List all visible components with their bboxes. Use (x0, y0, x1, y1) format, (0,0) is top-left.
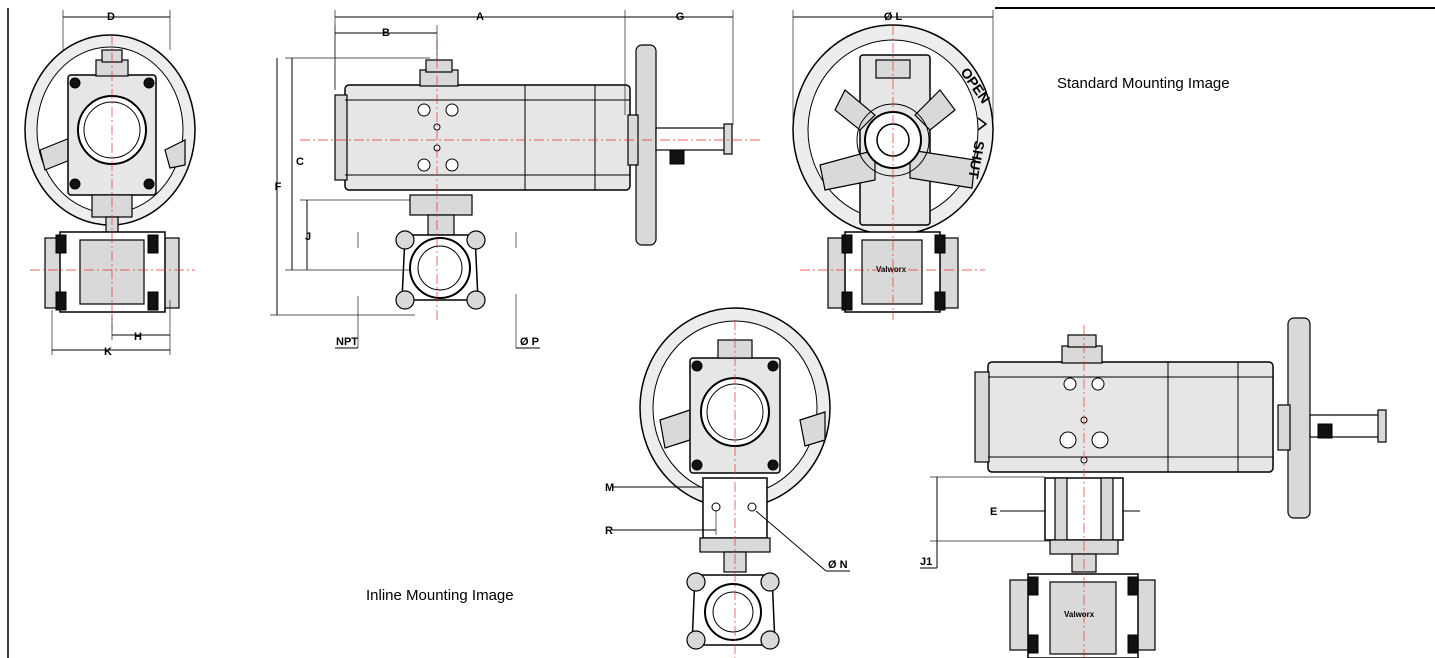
dimension-k: K (51, 310, 170, 358)
dimension-label-npt: NPT (336, 336, 358, 348)
dimension-e: E (990, 506, 1140, 518)
dimension-f: F (270, 58, 415, 316)
dimension-j1: J1 (920, 476, 1050, 569)
handwheel-view: OPEN SHUT Valworx (792, 24, 994, 320)
dimension-b: B (334, 25, 438, 90)
brand-label: Valworx (876, 265, 907, 274)
dimension-h: H (111, 300, 171, 355)
inline-mounting-caption: Inline Mounting Image (366, 587, 514, 604)
dimension-label-k: K (104, 346, 112, 358)
dimension-label-p: Ø P (520, 336, 539, 348)
dimension-label-a: A (476, 11, 484, 23)
front-view (24, 34, 196, 330)
dimension-label-c: C (296, 156, 304, 168)
dimension-label-l: Ø L (884, 11, 903, 23)
inline-side-view: Valworx (974, 317, 1387, 658)
dimension-label-e: E (990, 506, 997, 518)
dimension-l: Ø L (792, 10, 994, 120)
dimension-r: R (605, 510, 717, 537)
page-frame (7, 7, 1435, 658)
dimension-npt: NPT (335, 232, 359, 349)
dimension-m: M (605, 482, 703, 494)
dimension-p: Ø P (515, 232, 540, 349)
dimension-label-j1: J1 (920, 556, 932, 568)
dimension-label-r: R (605, 525, 613, 537)
dimension-label-m: M (605, 482, 614, 494)
dimension-n: Ø N (755, 510, 850, 572)
standard-mounting-caption: Standard Mounting Image (1057, 75, 1230, 92)
brand-label-inline: Valworx (1064, 610, 1095, 619)
dimension-label-g: G (676, 11, 685, 23)
dimension-d: D (62, 10, 171, 50)
dimension-label-f: F (275, 181, 282, 193)
dimension-label-h: H (134, 331, 142, 343)
dimension-label-j: J (305, 231, 311, 243)
side-view (300, 40, 760, 320)
dimension-label-n: Ø N (828, 559, 848, 571)
dimension-g: G (625, 10, 734, 125)
shut-label: SHUT (965, 139, 987, 180)
dimension-j: J (300, 199, 410, 270)
arrow-icon (977, 117, 988, 131)
dimension-label-d: D (107, 11, 115, 23)
dimension-label-b: B (382, 27, 390, 39)
dimension-c: C (285, 57, 430, 271)
inline-front-view (639, 307, 831, 658)
